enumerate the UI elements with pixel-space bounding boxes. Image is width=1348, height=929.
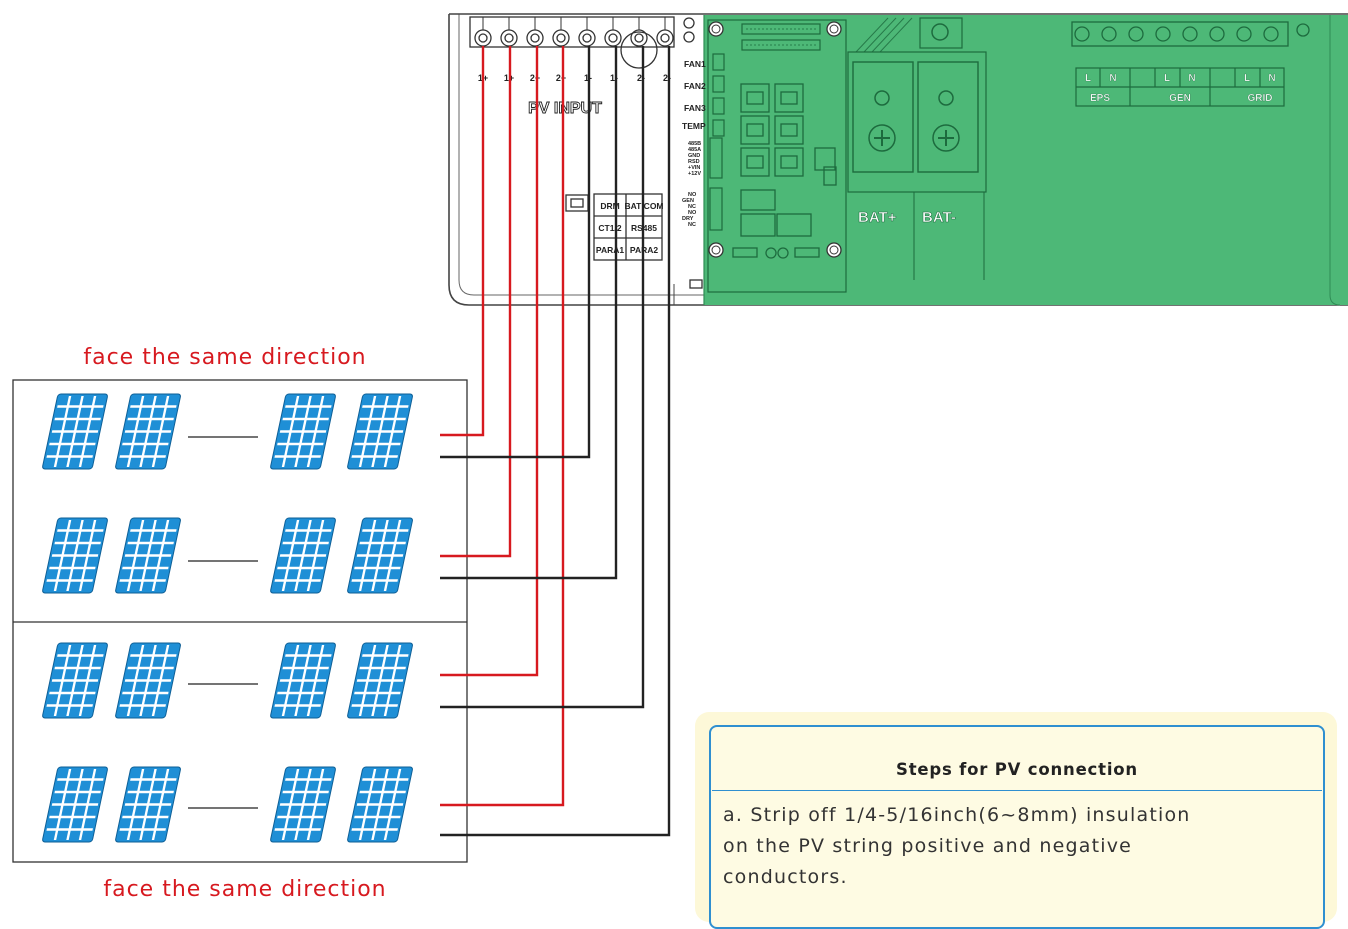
signal-label: RSD bbox=[688, 159, 700, 165]
dry-contact-label: DRY bbox=[682, 216, 694, 222]
signal-label: 485A bbox=[688, 147, 701, 153]
steps-callout-box bbox=[709, 725, 1325, 929]
string-1-negative-wire bbox=[440, 46, 591, 459]
solar-panel-icon bbox=[40, 516, 110, 595]
port-label-drm: DRM bbox=[600, 201, 619, 211]
inverter-enclosure bbox=[448, 13, 1348, 306]
solar-panel-icon bbox=[40, 765, 110, 844]
dry-contact-label: GEN bbox=[682, 198, 694, 204]
steps-divider bbox=[712, 790, 1322, 791]
pv-string-3 bbox=[40, 641, 415, 720]
pv-wiring bbox=[440, 46, 671, 837]
fan-label: FAN2 bbox=[684, 81, 706, 91]
gen-label: GEN bbox=[1169, 93, 1191, 104]
solar-panel-icon bbox=[345, 516, 415, 595]
pv-terminal-block bbox=[469, 16, 703, 289]
solar-panel-icon bbox=[345, 641, 415, 720]
string-2-positive-wire bbox=[440, 46, 512, 558]
top-orientation-label: face the same direction bbox=[83, 345, 367, 370]
solar-panel-icon bbox=[268, 641, 338, 720]
bat-negative-label: BAT- bbox=[922, 209, 956, 226]
step-line: a. Strip off 1/4-5/16inch(6~8mm) insulat… bbox=[723, 804, 1191, 826]
signal-label: +VIN bbox=[688, 165, 700, 171]
solar-panel-icon bbox=[345, 392, 415, 471]
pv-terminal-label: 2- bbox=[663, 73, 671, 83]
ac-compartment bbox=[703, 15, 1348, 306]
eps-n-label: N bbox=[1109, 73, 1116, 84]
gen-n-label: N bbox=[1188, 73, 1195, 84]
signal-label: 485B bbox=[688, 141, 701, 147]
fan-label: FAN1 bbox=[684, 59, 706, 69]
pv-string-4 bbox=[40, 765, 415, 844]
pv-terminal-label: 2+ bbox=[530, 73, 540, 83]
port-label-para1: PARA1 bbox=[596, 245, 624, 255]
pv-array bbox=[12, 379, 468, 863]
solar-panel-icon bbox=[268, 516, 338, 595]
string-3-negative-wire bbox=[440, 46, 645, 709]
signal-label: GND bbox=[688, 153, 700, 159]
solar-panel-icon bbox=[345, 765, 415, 844]
pv-string-2 bbox=[40, 516, 415, 595]
string-1-positive-wire bbox=[440, 46, 485, 437]
dry-contact-label: NC bbox=[688, 222, 696, 228]
eps-label: EPS bbox=[1090, 93, 1110, 104]
solar-panel-icon bbox=[268, 392, 338, 471]
bat-positive-label: BAT+ bbox=[858, 209, 897, 226]
fan-label: FAN3 bbox=[684, 103, 706, 113]
port-label-ct: CT1/2 bbox=[598, 223, 621, 233]
pv-terminal-label: 2+ bbox=[556, 73, 566, 83]
string-2-negative-wire bbox=[440, 46, 618, 580]
temp-label: TEMP bbox=[682, 121, 706, 131]
solar-panel-icon bbox=[113, 392, 183, 471]
dry-contact-label: NC bbox=[688, 204, 696, 210]
step-line: on the PV string positive and negative bbox=[723, 835, 1133, 857]
string-3-positive-wire bbox=[440, 46, 539, 677]
signal-label: +12V bbox=[688, 171, 701, 177]
string-4-negative-wire bbox=[440, 46, 671, 837]
solar-panel-icon bbox=[113, 641, 183, 720]
gen-l-label: L bbox=[1164, 73, 1170, 84]
grid-l-label: L bbox=[1244, 73, 1250, 84]
pv-input-label: PV INPUT bbox=[528, 100, 602, 117]
steps-title: Steps for PV connection bbox=[896, 760, 1138, 779]
solar-panel-icon bbox=[40, 392, 110, 471]
pv-terminal-label: 1- bbox=[610, 73, 618, 83]
string-4-positive-wire bbox=[440, 46, 565, 807]
pv-terminal-label: 2- bbox=[637, 73, 645, 83]
steps-body: a. Strip off 1/4-5/16inch(6~8mm) insulat… bbox=[723, 800, 1313, 893]
solar-panel-icon bbox=[113, 516, 183, 595]
bottom-orientation-label: face the same direction bbox=[103, 877, 387, 902]
grid-label: GRID bbox=[1248, 93, 1273, 104]
solar-panel-icon bbox=[268, 765, 338, 844]
step-line: conductors. bbox=[723, 866, 848, 888]
pv-string-1 bbox=[40, 392, 415, 471]
pv-wiring-diagram: PV INPUT 1+ 1+ 2+ 2+ 1- 1- 2- 2- FAN1 FA… bbox=[12, 13, 1348, 863]
dry-contact-label: NO bbox=[688, 210, 697, 216]
solar-panel-icon bbox=[40, 641, 110, 720]
grid-n-label: N bbox=[1268, 73, 1275, 84]
eps-l-label: L bbox=[1085, 73, 1091, 84]
dry-contact-label: NO bbox=[688, 192, 697, 198]
solar-panel-icon bbox=[113, 765, 183, 844]
